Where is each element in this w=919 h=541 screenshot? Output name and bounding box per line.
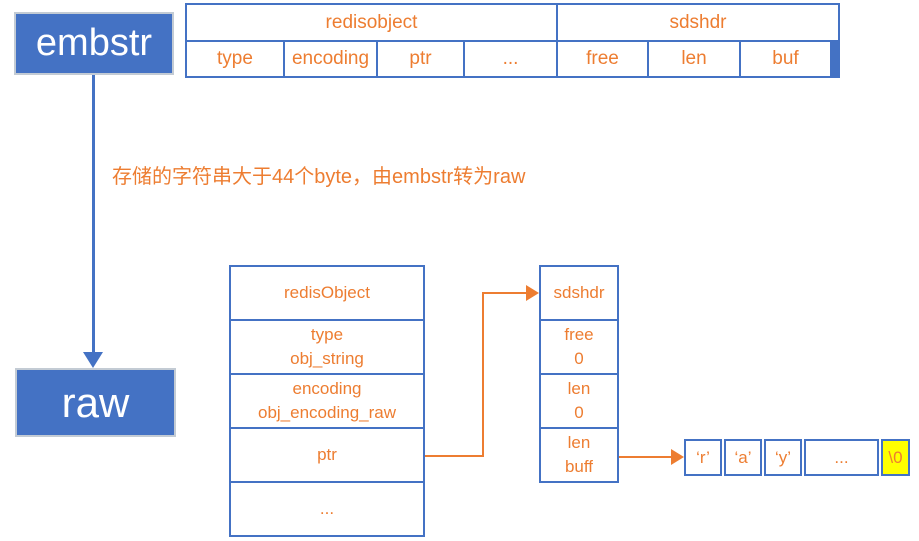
embstr-box: embstr [14, 12, 174, 75]
redisobject-header-cell: redisobject [187, 5, 556, 40]
char-cell-y: ‘y’ [764, 439, 802, 476]
row-encoding: encoding obj_encoding_raw [231, 375, 423, 427]
cell-len: len [649, 42, 739, 76]
cell-type: type [187, 42, 283, 76]
cell-encoding: encoding [285, 42, 376, 76]
row-sdshdr-title: sdshdr [541, 267, 617, 319]
row-free: free 0 [541, 321, 617, 373]
ptr-connector-horizontal-1 [425, 455, 483, 457]
cell-free: free [558, 42, 647, 76]
embstr-to-raw-arrow-line [92, 75, 95, 352]
char-cell-null-terminator: \0 [881, 439, 910, 476]
char-array: ‘r’ ‘a’ ‘y’ ... \0 [684, 439, 910, 476]
row-len-buff: len buff [541, 429, 617, 481]
row-ellipsis: ... [231, 483, 423, 535]
cell-buf: buf [741, 42, 830, 76]
conversion-annotation: 存储的字符串大于44个byte，由embstr转为raw [112, 166, 526, 188]
sdshdr-header-cell: sdshdr [558, 5, 838, 40]
embstr-label: embstr [35, 22, 153, 64]
char-cell-r: ‘r’ [684, 439, 722, 476]
row-redisobject-title: redisObject [231, 267, 423, 319]
ptr-to-sdshdr-arrow-head [526, 285, 539, 301]
embstr-structure-table: redisobject sdshdr type encoding ptr ...… [185, 3, 840, 78]
char-cell-a: ‘a’ [724, 439, 762, 476]
ptr-connector-vertical [482, 292, 484, 457]
row-len: len 0 [541, 375, 617, 427]
sdshdr-table: sdshdr free 0 len 0 len buff [539, 265, 619, 483]
row-ptr: ptr [231, 429, 423, 481]
ptr-connector-horizontal-2 [482, 292, 526, 294]
cell-ptr: ptr [378, 42, 463, 76]
cell-ellipsis: ... [465, 42, 556, 76]
raw-box: raw [15, 368, 176, 437]
redis-object-table: redisObject type obj_string encoding obj… [229, 265, 425, 537]
raw-label: raw [61, 378, 130, 426]
embstr-to-raw-arrow-head [83, 352, 103, 368]
char-cell-ellipsis: ... [804, 439, 879, 476]
row-type: type obj_string [231, 321, 423, 373]
buff-to-chars-arrow-head [671, 449, 684, 465]
buff-connector-horizontal [619, 456, 672, 458]
